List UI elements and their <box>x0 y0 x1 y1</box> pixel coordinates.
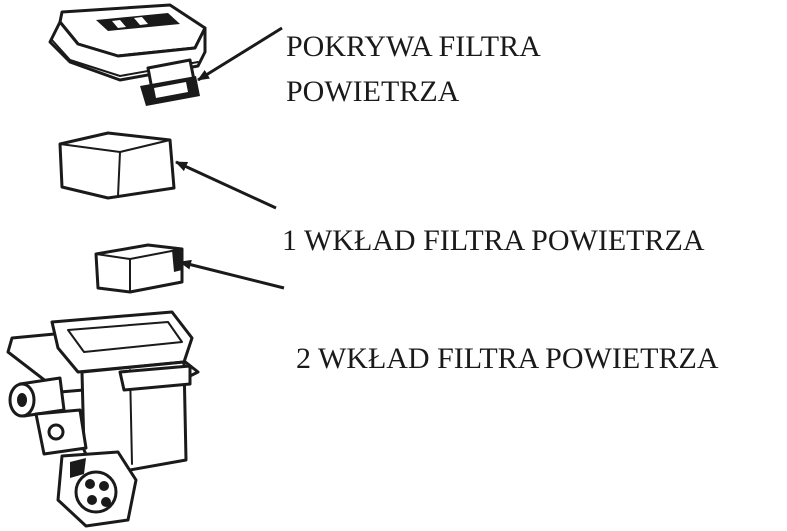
filter-housing <box>6 310 200 528</box>
cover-leader-arrow <box>197 26 283 82</box>
filter-element-2 <box>94 243 184 294</box>
cover-label-line1: POKRYWA FILTRA <box>286 30 541 63</box>
element1-label: 1 WKŁAD FILTRA POWIETRZA <box>282 224 705 257</box>
filter-element-1 <box>58 131 176 200</box>
element1-leader-arrow <box>175 160 277 210</box>
element2-label: 2 WKŁAD FILTRA POWIETRZA <box>296 342 719 375</box>
air-filter-cover <box>48 3 207 106</box>
cover-label-line2: POWIETRZA <box>286 75 460 108</box>
element2-leader-arrow <box>179 259 285 290</box>
